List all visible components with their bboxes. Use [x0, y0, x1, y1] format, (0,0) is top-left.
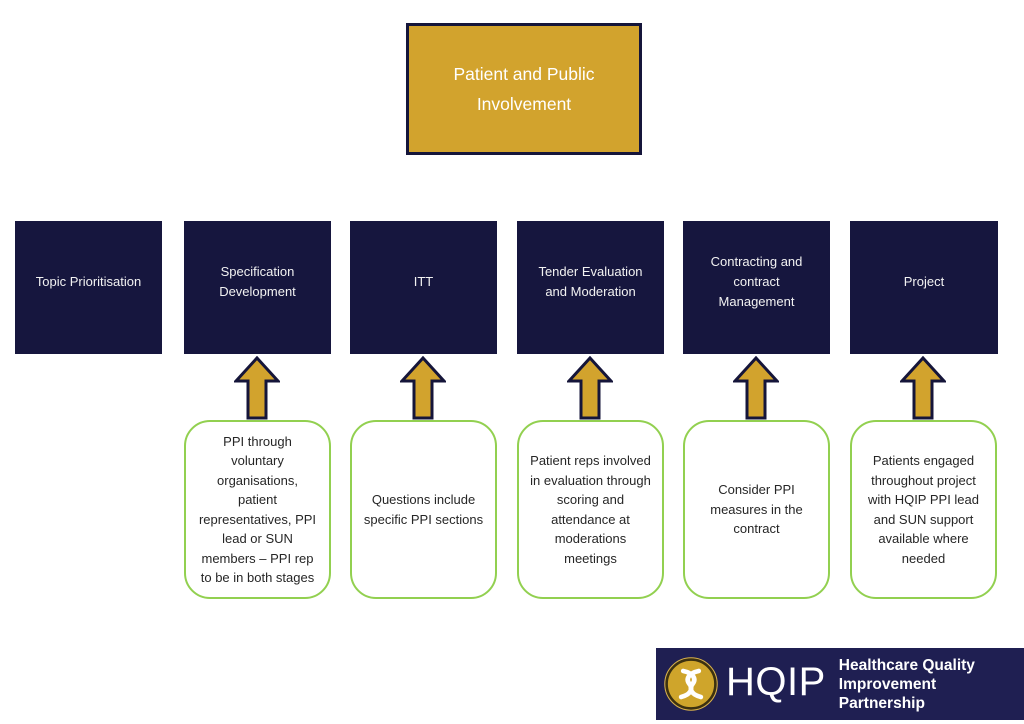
note-box-specification-development: PPI through voluntary organisations, pat…	[184, 420, 331, 599]
hqip-logo: HQIP Healthcare Quality Improvement Part…	[656, 648, 1024, 720]
stage-box-specification-development: Specification Development	[184, 221, 331, 354]
hqip-helix-icon	[664, 657, 718, 711]
stage-box-topic-prioritisation: Topic Prioritisation	[15, 221, 162, 354]
note-text: Patient reps involved in evaluation thro…	[530, 453, 651, 566]
note-text: PPI through voluntary organisations, pat…	[198, 433, 317, 586]
up-arrow-icon	[900, 356, 946, 420]
title-box: Patient and Public Involvement	[406, 23, 642, 155]
stage-label: Tender Evaluation and Moderation	[538, 263, 643, 299]
stage-label: Topic Prioritisation	[35, 273, 142, 289]
up-arrow-icon	[400, 356, 446, 420]
note-box-project: Patients engaged throughout project with…	[850, 420, 997, 599]
note-text: Patients engaged throughout project with…	[867, 453, 980, 566]
note-box-tender-evaluation: Patient reps involved in evaluation thro…	[517, 420, 664, 599]
up-arrow-icon	[733, 356, 779, 420]
up-arrow-icon	[567, 356, 613, 420]
hqip-acronym: HQIP	[726, 660, 826, 704]
stage-label: Specification Development	[219, 263, 296, 299]
stage-box-contracting: Contracting and contract Management	[683, 221, 830, 354]
diagram-title: Patient and Public Involvement	[453, 64, 595, 114]
stage-box-project: Project	[850, 221, 998, 354]
up-arrow-icon	[234, 356, 280, 420]
stage-box-tender-evaluation: Tender Evaluation and Moderation	[517, 221, 664, 354]
stage-label: Contracting and contract Management	[710, 253, 803, 309]
note-text: Questions include specific PPI sections	[363, 492, 484, 527]
hqip-tagline: Healthcare Quality Improvement Partnersh…	[839, 656, 1024, 713]
note-text: Consider PPI measures in the contract	[710, 482, 803, 537]
hqip-tagline-line2: Improvement Partnership	[838, 675, 937, 712]
note-box-contracting: Consider PPI measures in the contract	[683, 420, 830, 599]
stage-label: ITT	[413, 273, 434, 289]
note-box-itt: Questions include specific PPI sections	[350, 420, 497, 599]
stage-box-itt: ITT	[350, 221, 497, 354]
stage-label: Project	[903, 273, 945, 289]
hqip-tagline-line1: Healthcare Quality	[838, 656, 975, 674]
